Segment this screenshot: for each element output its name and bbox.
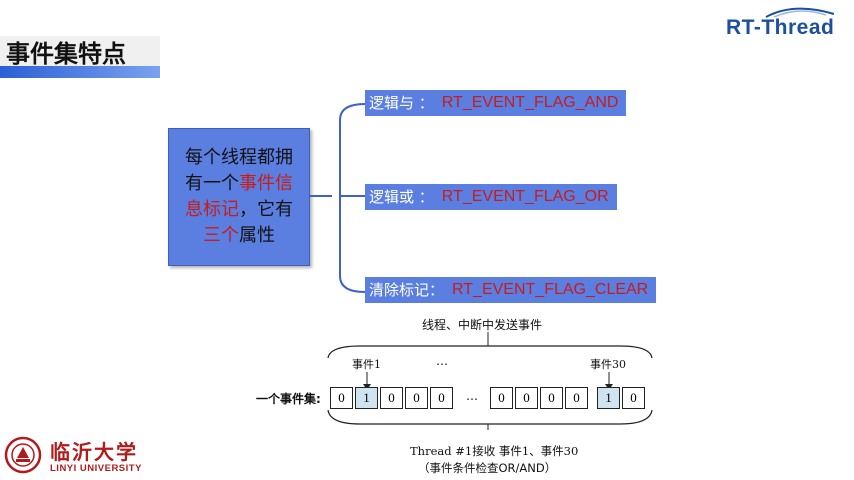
property-label: 逻辑与 ： [369, 94, 434, 112]
title-underline [0, 66, 160, 78]
ellipsis-top: … [436, 354, 448, 368]
property-label: 逻辑或 ： [369, 188, 434, 206]
desc-line: 属性 [239, 225, 275, 246]
property-label: 清除标记： [369, 281, 445, 299]
desc-line: ，它有 [239, 199, 293, 220]
event-set-frame [327, 332, 653, 430]
event-bit-cell-set: 1 [597, 387, 620, 409]
rt-thread-logo: RT-Thread [724, 6, 844, 44]
university-seal-icon [4, 436, 42, 474]
send-caption: 线程、中断中发送事件 [422, 318, 543, 332]
desc-line: 每个线程都拥 [185, 147, 293, 168]
property-or: 逻辑或 ： RT_EVENT_FLAG_OR [365, 184, 617, 210]
property-and: 逻辑与 ： RT_EVENT_FLAG_AND [365, 90, 627, 116]
event-bit-cell: 0 [380, 387, 403, 409]
property-value: RT_EVENT_FLAG_CLEAR [452, 281, 649, 298]
event-bit-cell-set: 1 [355, 387, 378, 409]
property-value: RT_EVENT_FLAG_OR [441, 188, 609, 205]
event-flag-description-box: 每个线程都拥 有一个事件信 息标记，它有 三个属性 [168, 128, 310, 266]
desc-highlight: 息标记 [185, 199, 239, 220]
ellipsis-mid: … [466, 389, 478, 403]
event-bit-cell: 0 [565, 387, 588, 409]
event-bit-cell: 0 [622, 387, 645, 409]
event-bit-cell: 0 [405, 387, 428, 409]
desc-highlight: 事件信 [239, 173, 293, 194]
event-bit-cell: 0 [515, 387, 538, 409]
property-value: RT_EVENT_FLAG_AND [441, 94, 619, 111]
title-background [0, 36, 160, 68]
page-title: 事件集特点 [6, 40, 126, 68]
receive-caption: Thread #1接收 事件1、事件30 [410, 444, 579, 458]
desc-line: 有一个 [185, 173, 239, 194]
description-text: 每个线程都拥 有一个事件信 息标记，它有 三个属性 [185, 145, 293, 249]
event1-label: 事件1 [352, 358, 381, 371]
event-set-label: 一个事件集: [256, 392, 321, 406]
event-bit-cell: 0 [330, 387, 353, 409]
university-logo: 临沂大学 LINYI UNIVERSITY [4, 436, 154, 476]
university-name-en: LINYI UNIVERSITY [50, 463, 142, 474]
university-name-cn: 临沂大学 [50, 440, 138, 464]
event30-label: 事件30 [590, 358, 626, 371]
logo-arc-icon [765, 7, 835, 18]
logo-text: RT-Thread [726, 16, 835, 39]
desc-highlight: 三个 [203, 225, 239, 246]
event-bit-cell: 0 [490, 387, 513, 409]
condition-caption: （事件条件检查OR/AND） [418, 461, 557, 475]
event-bit-cell: 0 [540, 387, 563, 409]
event-bit-cell: 0 [430, 387, 453, 409]
property-clear: 清除标记： RT_EVENT_FLAG_CLEAR [365, 277, 657, 303]
brace-connector [310, 103, 366, 293]
